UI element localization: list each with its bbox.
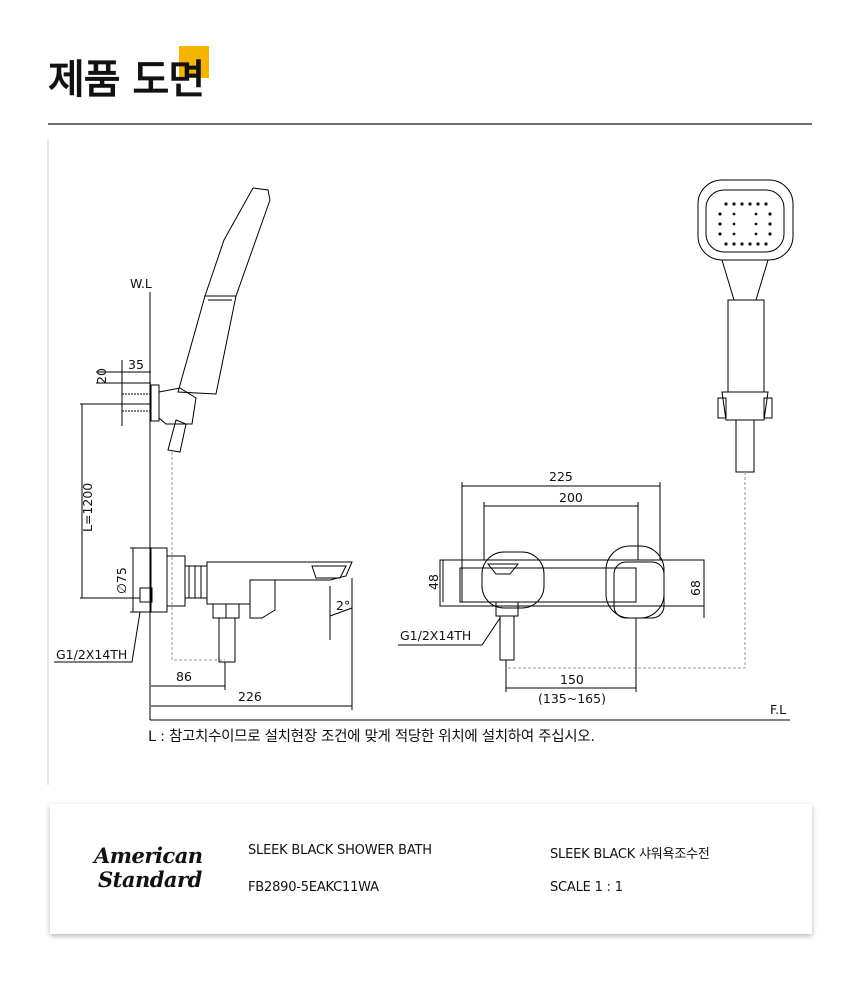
dim-48-label: 48 bbox=[426, 574, 441, 590]
inlet-thread-left bbox=[139, 587, 153, 603]
hose-outlet-side bbox=[218, 617, 236, 663]
american-standard-logo: American Standard bbox=[94, 844, 203, 892]
outlet-pipe-front bbox=[499, 615, 515, 661]
model-number: FB2890-5EAKC11WA bbox=[248, 880, 379, 895]
g-right-leader bbox=[398, 617, 501, 646]
wl-label: W.L bbox=[130, 276, 152, 291]
left-flange-front bbox=[481, 551, 545, 609]
hose-path-left bbox=[171, 452, 225, 661]
dim-angle-label: 2° bbox=[336, 598, 350, 613]
mixer-nut bbox=[184, 565, 208, 599]
bath-spout-side bbox=[249, 579, 276, 619]
mixer-lever-side bbox=[311, 565, 347, 579]
title-block: American Standard SLEEK BLACK SHOWER BAT… bbox=[50, 804, 812, 934]
mixer-body-front bbox=[459, 567, 637, 603]
dim-150-label: 150 bbox=[560, 672, 584, 687]
logo-line-2: Standard bbox=[98, 867, 202, 892]
shower-neck-front bbox=[721, 259, 769, 301]
holder-ear-left bbox=[717, 397, 727, 419]
dim-35-label: 35 bbox=[128, 357, 144, 372]
g-left-leader bbox=[54, 611, 141, 663]
shower-nozzle-dots bbox=[718, 202, 772, 246]
lever-front bbox=[613, 561, 665, 619]
page-title: 제품 도면 bbox=[48, 57, 205, 103]
title-accent-block bbox=[179, 46, 209, 78]
hose-connector-side bbox=[167, 419, 187, 453]
outlet-front bbox=[495, 601, 519, 617]
product-name-ko: SLEEK BLACK 샤워욕조수전 bbox=[550, 847, 710, 862]
g-right-label: G1/2X14TH bbox=[400, 628, 471, 643]
g-left-label: G1/2X14TH bbox=[56, 647, 127, 662]
shower-handle-front bbox=[727, 299, 765, 393]
dim-68-label: 68 bbox=[688, 580, 703, 596]
dim-226-label: 226 bbox=[238, 689, 262, 704]
dim-75-label: ∅75 bbox=[114, 567, 129, 594]
holder-ear-right bbox=[763, 397, 773, 419]
handle-front bbox=[486, 563, 520, 575]
right-flange-front bbox=[605, 545, 665, 619]
mixer-escutcheon bbox=[166, 555, 186, 607]
hand-shower-holder-side bbox=[158, 387, 197, 425]
shower-face-front bbox=[705, 189, 785, 253]
angle-line-tilt bbox=[329, 607, 353, 617]
installation-note: L : 참고치수이므로 설치현장 조건에 맞게 적당한 위치에 설치하여 주십시… bbox=[148, 729, 595, 745]
dim-86-label: 86 bbox=[176, 669, 192, 684]
hose-connector-front bbox=[735, 419, 755, 473]
dim-l1200-label: L=1200 bbox=[80, 483, 95, 532]
wall-flange bbox=[150, 547, 168, 613]
holder-front bbox=[721, 391, 769, 421]
fl-label: F.L bbox=[770, 702, 786, 717]
logo-line-1: American bbox=[94, 843, 203, 868]
hose-path-right bbox=[508, 472, 746, 669]
title-divider bbox=[48, 123, 812, 125]
dim-135-165-label: (135~165) bbox=[538, 691, 606, 706]
dim-225-label: 225 bbox=[549, 469, 573, 484]
dim-200-label: 200 bbox=[559, 490, 583, 505]
dim-20-label: 20 bbox=[94, 368, 109, 384]
shower-head-side bbox=[204, 187, 271, 297]
wall-bracket bbox=[150, 384, 160, 422]
shower-handle-side bbox=[177, 295, 237, 395]
product-name-en: SLEEK BLACK SHOWER BATH bbox=[248, 843, 432, 858]
scale-label: SCALE 1 : 1 bbox=[550, 880, 623, 895]
